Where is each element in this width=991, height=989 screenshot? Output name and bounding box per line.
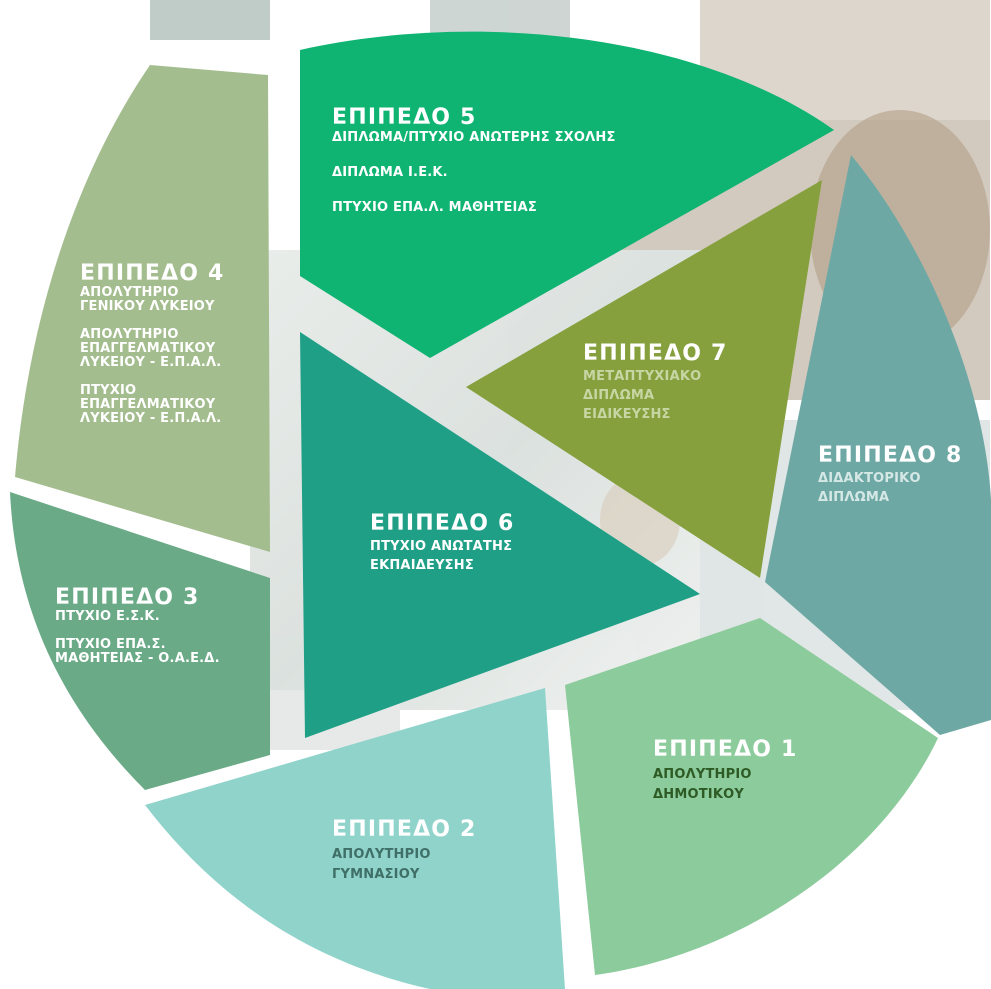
level-1-label: ΕΠΙΠΕΔΟ 1 ΑΠΟΛΥΤΗΡΙΟ ΔΗΜΟΤΙΚΟΥ [653, 738, 798, 802]
level-8-label: ΕΠΙΠΕΔΟ 8 ΔΙΔΑΚΤΟΡΙΚΟ ΔΙΠΛΩΜΑ [818, 444, 963, 505]
level-6-title: ΕΠΙΠΕΔΟ 6 [370, 511, 515, 536]
level-6-item: ΠΤΥΧΙΟ ΑΝΩΤΑΤΗΣ [370, 538, 513, 554]
level-6-label: ΕΠΙΠΕΔΟ 6 ΠΤΥΧΙΟ ΑΝΩΤΑΤΗΣ ΕΚΠΑΙΔΕΥΣΗΣ [370, 512, 515, 573]
level-5-segment [300, 31, 834, 359]
level-8-title: ΕΠΙΠΕΔΟ 8 [818, 443, 963, 468]
level-4-item: ΓΕΝΙΚΟΥ ΛΥΚΕΙΟΥ [80, 298, 215, 314]
level-4-item: ΠΤΥΧΙΟ [80, 382, 137, 398]
level-7-label: ΕΠΙΠΕΔΟ 7 ΜΕΤΑΠΤΥΧΙΑΚΟ ΔΙΠΛΩΜΑ ΕΙΔΙΚΕΥΣΗ… [583, 342, 728, 422]
level-5-item: ΔΙΠΛΩΜΑ/ΠΤΥΧΙΟ ΑΝΩΤΕΡΗΣ ΣΧΟΛΗΣ [332, 129, 616, 145]
level-4-label: ΕΠΙΠΕΔΟ 4 ΑΠΟΛΥΤΗΡΙΟ ΓΕΝΙΚΟΥ ΛΥΚΕΙΟΥ ΑΠΟ… [80, 262, 225, 426]
level-1-title: ΕΠΙΠΕΔΟ 1 [653, 737, 798, 762]
level-3-segment [10, 492, 270, 790]
level-1-item: ΑΠΟΛΥΤΗΡΙΟ [653, 766, 752, 782]
level-6-item: ΕΚΠΑΙΔΕΥΣΗΣ [370, 557, 474, 573]
level-5-label: ΕΠΙΠΕΔΟ 5 ΔΙΠΛΩΜΑ/ΠΤΥΧΙΟ ΑΝΩΤΕΡΗΣ ΣΧΟΛΗΣ… [332, 106, 616, 215]
level-2-item: ΓΥΜΝΑΣΙΟΥ [332, 866, 420, 882]
level-1-segment [565, 618, 938, 975]
level-1-item: ΔΗΜΟΤΙΚΟΥ [653, 786, 744, 802]
level-8-item: ΔΙΠΛΩΜΑ [818, 489, 890, 505]
level-4-segment [15, 65, 270, 552]
level-4-item: ΑΠΟΛΥΤΗΡΙΟ [80, 326, 179, 342]
level-3-item: ΠΤΥΧΙΟ Ε.Σ.Κ. [55, 608, 160, 624]
level-8-item: ΔΙΔΑΚΤΟΡΙΚΟ [818, 470, 921, 486]
level-2-label: ΕΠΙΠΕΔΟ 2 ΑΠΟΛΥΤΗΡΙΟ ΓΥΜΝΑΣΙΟΥ [332, 818, 477, 882]
level-7-item: ΔΙΠΛΩΜΑ [583, 387, 655, 403]
level-3-item: ΜΑΘΗΤΕΙΑΣ - Ο.Α.Ε.Δ. [55, 650, 220, 666]
level-4-item: ΕΠΑΓΓΕΛΜΑΤΙΚΟΥ [80, 396, 216, 412]
level-7-title: ΕΠΙΠΕΔΟ 7 [583, 341, 728, 366]
level-7-segment [466, 180, 822, 578]
level-6-segment [300, 332, 700, 738]
level-3-title: ΕΠΙΠΕΔΟ 3 [55, 585, 200, 610]
level-4-item: ΛΥΚΕΙΟΥ - Ε.Π.Α.Λ. [80, 354, 222, 370]
level-2-segment [145, 688, 565, 989]
level-4-item: ΑΠΟΛΥΤΗΡΙΟ [80, 284, 179, 300]
level-3-label: ΕΠΙΠΕΔΟ 3 ΠΤΥΧΙΟ Ε.Σ.Κ. ΠΤΥΧΙΟ ΕΠΑ.Σ. ΜΑ… [55, 586, 220, 666]
level-7-item: ΜΕΤΑΠΤΥΧΙΑΚΟ [583, 368, 702, 384]
level-4-item: ΕΠΑΓΓΕΛΜΑΤΙΚΟΥ [80, 340, 216, 356]
level-2-title: ΕΠΙΠΕΔΟ 2 [332, 817, 477, 842]
level-5-item: ΔΙΠΛΩΜΑ Ι.Ε.Κ. [332, 164, 448, 180]
level-4-title: ΕΠΙΠΕΔΟ 4 [80, 261, 225, 286]
level-2-item: ΑΠΟΛΥΤΗΡΙΟ [332, 846, 431, 862]
level-5-title: ΕΠΙΠΕΔΟ 5 [332, 105, 477, 130]
level-4-item: ΛΥΚΕΙΟΥ - Ε.Π.Α.Λ. [80, 410, 222, 426]
level-3-item: ΠΤΥΧΙΟ ΕΠΑ.Σ. [55, 636, 166, 652]
level-5-item: ΠΤΥΧΙΟ ΕΠΑ.Λ. ΜΑΘΗΤΕΙΑΣ [332, 199, 537, 215]
level-7-item: ΕΙΔΙΚΕΥΣΗΣ [583, 406, 671, 422]
level-8-segment [765, 155, 991, 735]
